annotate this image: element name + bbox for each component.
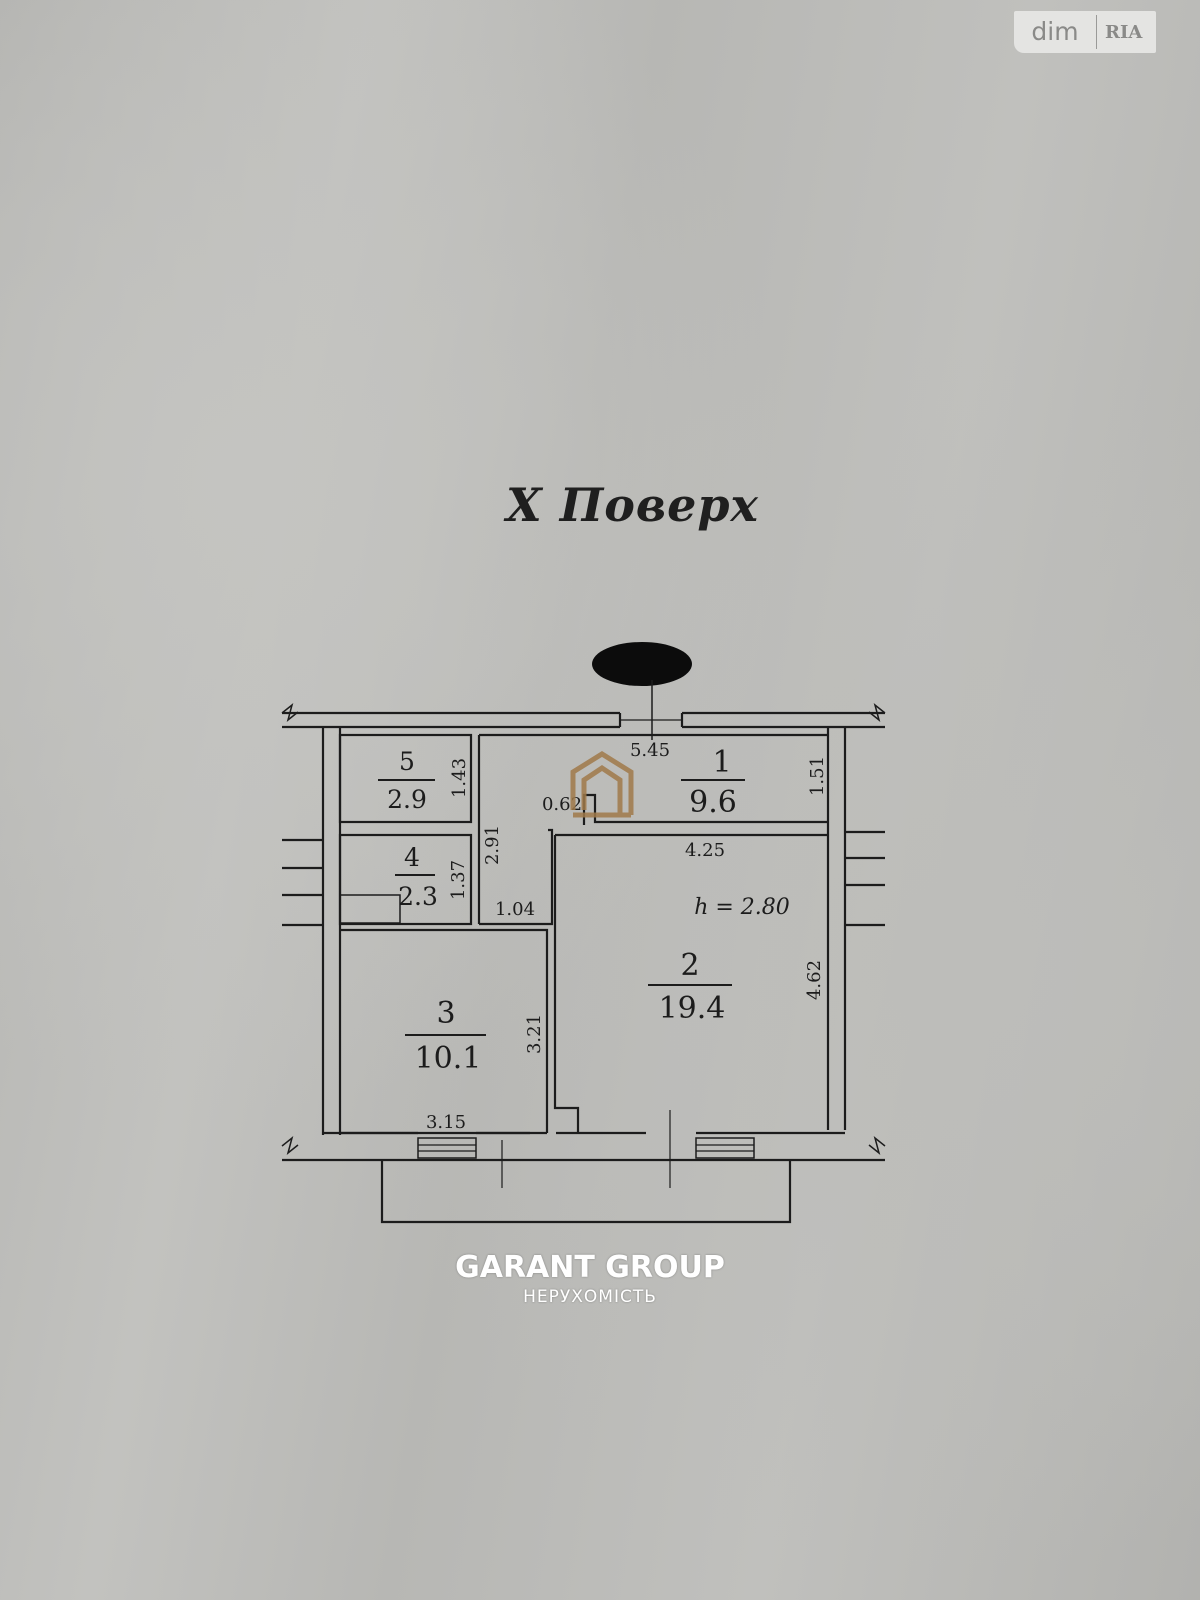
dim-062: 0.62 [542,794,582,815]
dim-137: 1.37 [448,860,469,900]
ceiling-height: h = 2.80 [694,895,790,920]
room-1-area: 9.6 [689,785,737,820]
dimria-badge[interactable]: dim RIA [1014,11,1156,53]
dim-545: 5.45 [630,740,670,761]
badge-dim: dim [1014,15,1097,49]
dim-143: 1.43 [449,758,470,798]
floor-title: X Поверх [506,478,759,532]
redaction-mark [592,642,692,686]
dim-315: 3.15 [426,1112,466,1133]
garant-logo-icon [570,751,634,818]
dim-462: 4.62 [804,960,825,1000]
dim-291: 2.91 [482,825,503,865]
room-3-number: 3 [436,996,455,1031]
badge-ria: RIA [1105,21,1143,43]
dim-425: 4.25 [685,840,725,861]
watermark-brand: GARANT GROUP [455,1250,725,1285]
room-5-area: 2.9 [387,785,427,814]
dim-151: 1.51 [807,756,828,796]
room-4-outline [338,833,473,926]
dim-321: 3.21 [524,1014,545,1054]
room-5-outline [338,733,473,824]
room-3-area: 10.1 [415,1041,482,1076]
garant-watermark: GARANT GROUP НЕРУХОМІСТЬ [400,1250,780,1307]
room-4-area: 2.3 [398,882,438,911]
room-2-number: 2 [680,948,699,983]
watermark-subtitle: НЕРУХОМІСТЬ [523,1287,657,1307]
dim-104: 1.04 [495,899,535,920]
room-4-number: 4 [404,843,420,872]
room-2-area: 19.4 [659,991,726,1026]
interior-walls [338,733,828,1135]
room-1-number: 1 [712,745,731,780]
room-5-number: 5 [399,747,415,776]
